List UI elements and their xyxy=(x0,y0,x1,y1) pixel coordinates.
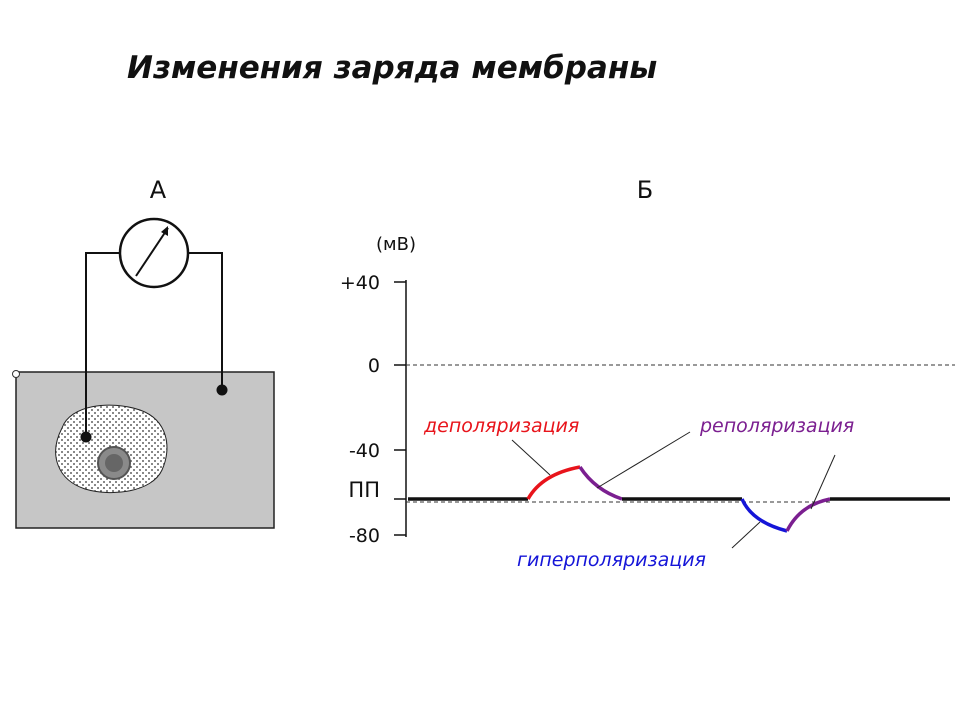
label-minus80: -80 xyxy=(349,525,380,547)
depolarization-trace xyxy=(526,465,581,500)
slide-title: Изменения заряда мембраны xyxy=(127,50,658,86)
label-minus40: -40 xyxy=(349,440,380,462)
label-rest: ПП xyxy=(348,478,380,502)
extracellular-electrode xyxy=(216,384,228,396)
repolarization-pointer-2 xyxy=(810,454,836,510)
label-plus40: +40 xyxy=(340,272,380,294)
panel-a-label: А xyxy=(150,176,167,204)
depolarization-pointer xyxy=(511,439,551,476)
label-zero: 0 xyxy=(368,355,380,377)
panel-b-label: Б xyxy=(637,176,653,204)
intracellular-electrode xyxy=(80,431,92,443)
hyperpolarization-return-trace xyxy=(785,497,831,532)
wire-extracellular xyxy=(188,252,223,390)
measurement-setup xyxy=(12,217,275,529)
repolarization-label: реполяризация xyxy=(699,415,854,437)
voltmeter-icon xyxy=(118,217,190,289)
repolarization-pointer-1 xyxy=(596,431,691,489)
depolarization-label: деполяризация xyxy=(423,415,579,437)
wire-intracellular xyxy=(85,252,120,437)
corner-handle xyxy=(12,370,20,378)
hyperpolarization-label: гиперполяризация xyxy=(517,549,706,571)
repolarization-trace xyxy=(578,466,623,501)
unit-label: (мВ) xyxy=(376,234,416,255)
nucleus-core xyxy=(105,454,123,472)
potential-graph: (мВ) +40 0 -40 ПП -80 деполяризация репо… xyxy=(340,234,955,571)
hyperpolarization-trace xyxy=(740,498,788,533)
hyperpolarization-pointer xyxy=(731,521,761,549)
